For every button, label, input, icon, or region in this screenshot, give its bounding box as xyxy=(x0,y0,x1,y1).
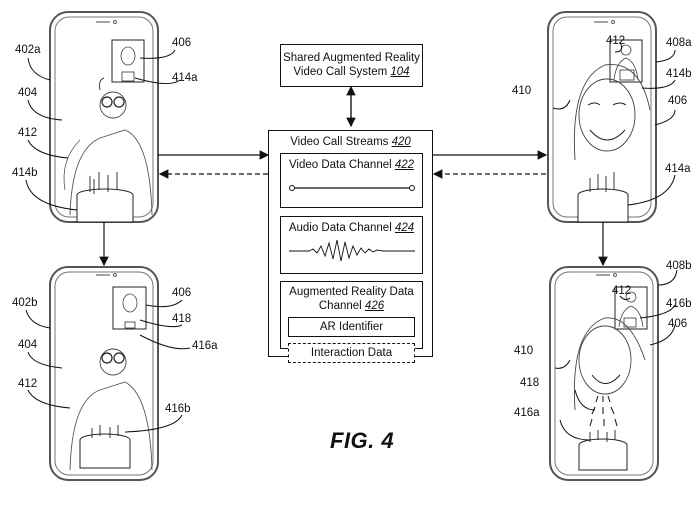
ref-label: 402a xyxy=(15,44,41,56)
ref-label: 410 xyxy=(514,345,534,357)
ref-label: 418 xyxy=(172,313,192,325)
ref-label: 412 xyxy=(606,35,626,47)
ref-label: 414a xyxy=(172,72,198,84)
ar-data-channel: Augmented Reality Data Channel 426 AR Id… xyxy=(280,281,423,363)
streams-title: Video Call Streams 420 xyxy=(290,136,411,148)
video-channel-label: Video Data Channel 422 xyxy=(288,159,415,171)
ref-label: 408b xyxy=(666,260,692,272)
interaction-data-box: Interaction Data xyxy=(288,343,415,363)
video-call-streams-box: Video Call Streams 420 Video Data Channe… xyxy=(268,130,433,363)
ref-label: 404 xyxy=(18,339,38,351)
audio-waveform-icon xyxy=(288,239,415,262)
ref-label: 406 xyxy=(172,287,192,299)
figure-label: FIG. 4 xyxy=(330,428,395,453)
video-stream-line-icon xyxy=(288,185,415,191)
audio-channel-label: Audio Data Channel 424 xyxy=(288,222,415,234)
ref-label: 414b xyxy=(12,167,38,179)
system-title-line1: Shared Augmented Reality xyxy=(283,52,420,64)
audio-data-channel: Audio Data Channel 424 xyxy=(280,216,423,274)
ref-label: 416a xyxy=(514,407,540,419)
system-title-line2: Video Call System 104 xyxy=(293,66,410,78)
ref-label: 406 xyxy=(668,95,688,107)
ref-label: 406 xyxy=(668,318,688,330)
leader-lines xyxy=(25,41,678,441)
phone-top-right xyxy=(547,11,657,223)
ref-label: 414a xyxy=(665,163,691,175)
ar-channel-label-line2: Channel 426 xyxy=(318,300,385,312)
ref-label: 412 xyxy=(18,127,38,139)
ref-label: 416b xyxy=(165,403,191,415)
ref-label: 412 xyxy=(18,378,38,390)
phone-bottom-right xyxy=(549,266,659,481)
ar-channel-label-line1: Augmented Reality Data xyxy=(289,286,414,298)
ref-label: 416b xyxy=(666,298,692,310)
video-data-channel: Video Data Channel 422 xyxy=(280,153,423,208)
ref-label: 408a xyxy=(666,37,692,49)
ref-label: 416a xyxy=(192,340,218,352)
shared-ar-video-call-system-box: Shared Augmented Reality Video Call Syst… xyxy=(280,44,423,87)
system-ref: 104 xyxy=(390,66,410,78)
phone-bottom-left xyxy=(49,266,159,481)
ref-label: 402b xyxy=(12,297,38,309)
ref-label: 404 xyxy=(18,87,38,99)
connectors xyxy=(99,85,608,267)
phone-top-left xyxy=(49,11,159,223)
ar-identifier-box: AR Identifier xyxy=(288,317,415,337)
ref-label: 418 xyxy=(520,377,540,389)
ref-label: 414b xyxy=(666,68,692,80)
ref-label: 412 xyxy=(612,285,632,297)
ref-label: 410 xyxy=(512,85,532,97)
ref-label: 406 xyxy=(172,37,192,49)
